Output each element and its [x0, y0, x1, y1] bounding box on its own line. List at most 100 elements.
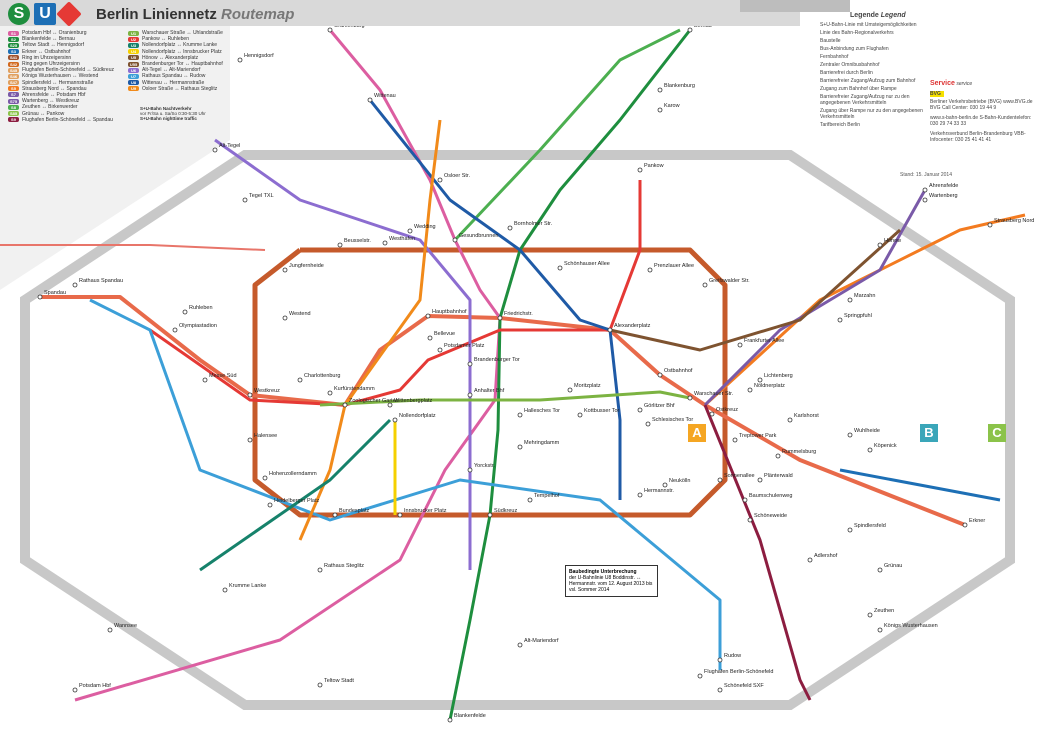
station[interactable]: Warschauer Str.	[687, 391, 734, 401]
station[interactable]: Zeuthen	[867, 608, 894, 618]
station[interactable]: Wittenbergplatz	[387, 398, 432, 408]
station-marker[interactable]	[847, 297, 853, 303]
station-marker[interactable]	[687, 27, 693, 33]
station[interactable]: Adlershof	[807, 553, 838, 563]
station[interactable]: Ostkreuz	[709, 407, 738, 417]
station-marker[interactable]	[72, 687, 78, 693]
station-label[interactable]: Erkner	[969, 518, 985, 524]
station[interactable]: Wittenau	[367, 93, 396, 103]
station-marker[interactable]	[657, 107, 663, 113]
station-marker[interactable]	[657, 87, 663, 93]
station-marker[interactable]	[182, 309, 188, 315]
station[interactable]: Hennigsdorf	[237, 53, 274, 63]
station-label[interactable]: Schöneweide	[754, 513, 787, 519]
station-marker[interactable]	[222, 587, 228, 593]
station-label[interactable]: Alt-Mariendorf	[524, 638, 559, 644]
station-label[interactable]: Wittenau	[374, 93, 396, 99]
station[interactable]: Rathaus Steglitz	[317, 563, 364, 573]
station-marker[interactable]	[877, 242, 883, 248]
station-marker[interactable]	[527, 497, 533, 503]
station-label[interactable]: Yorckstr.	[474, 463, 495, 469]
station[interactable]: Charlottenburg	[297, 373, 340, 383]
station-label[interactable]: Tempelhof	[534, 493, 560, 499]
station-marker[interactable]	[747, 387, 753, 393]
station-label[interactable]: Greifswalder Str.	[709, 278, 750, 284]
station-marker[interactable]	[607, 327, 613, 333]
station-marker[interactable]	[392, 417, 398, 423]
station-label[interactable]: Karlshorst	[794, 413, 819, 419]
station[interactable]: Bornholmer Str.	[507, 221, 553, 231]
station[interactable]: Olympiastadion	[172, 323, 217, 333]
station[interactable]: Frankfurter Allee	[737, 338, 784, 348]
station-label[interactable]: Plänterwald	[764, 473, 793, 479]
station-label[interactable]: Blankenfelde	[454, 713, 486, 719]
station[interactable]: Lichtenberg	[757, 373, 793, 383]
station-marker[interactable]	[645, 421, 651, 427]
station-marker[interactable]	[922, 187, 928, 193]
station[interactable]: Spandau	[37, 290, 66, 300]
station[interactable]: Tempelhof	[527, 493, 560, 503]
station[interactable]: Wuhlheide	[847, 428, 880, 438]
station-marker[interactable]	[487, 512, 493, 518]
station-marker[interactable]	[637, 407, 643, 413]
station-marker[interactable]	[342, 402, 348, 408]
station-marker[interactable]	[647, 267, 653, 273]
station-label[interactable]: Friedrichstr.	[504, 311, 533, 317]
station-label[interactable]: Halensee	[254, 433, 277, 439]
station[interactable]: Hohenzollerndamm	[262, 471, 317, 481]
station-label[interactable]: Alt-Tegel	[219, 143, 240, 149]
station-label[interactable]: Westhafen	[389, 236, 415, 242]
station-marker[interactable]	[807, 557, 813, 563]
station-marker[interactable]	[737, 342, 743, 348]
station-label[interactable]: Bornholmer Str.	[514, 221, 553, 227]
station-marker[interactable]	[247, 392, 253, 398]
station-label[interactable]: Treptower Park	[739, 433, 777, 439]
station-marker[interactable]	[922, 197, 928, 203]
station[interactable]: Spindlersfeld	[847, 523, 886, 533]
station[interactable]: Westend	[282, 311, 311, 321]
station-label[interactable]: Rummelsburg	[782, 449, 816, 455]
station[interactable]: Tegel TXL	[242, 193, 274, 203]
station-marker[interactable]	[867, 612, 873, 618]
station-label[interactable]: Bernau	[694, 23, 712, 29]
station-label[interactable]: Adlershof	[814, 553, 838, 559]
station[interactable]: Karow	[657, 103, 680, 113]
station[interactable]: Pankow	[637, 163, 664, 173]
station-marker[interactable]	[382, 240, 388, 246]
station-label[interactable]: Krumme Lanke	[229, 583, 266, 589]
station-label[interactable]: Lichtenberg	[764, 373, 793, 379]
station[interactable]: Potsdamer Platz	[437, 343, 485, 353]
station-label[interactable]: Schönhauser Allee	[564, 261, 610, 267]
station[interactable]: Halensee	[247, 433, 277, 443]
station-marker[interactable]	[437, 177, 443, 183]
station[interactable]: Yorckstr.	[467, 463, 495, 473]
station-marker[interactable]	[332, 512, 338, 518]
station-label[interactable]: Bundesplatz	[339, 508, 370, 514]
station[interactable]: Ahrensfelde	[922, 183, 958, 193]
station-marker[interactable]	[742, 497, 748, 503]
station-label[interactable]: Messe Süd	[209, 373, 237, 379]
station-label[interactable]: Ostbahnhof	[664, 368, 693, 374]
station-label[interactable]: Charlottenburg	[304, 373, 340, 379]
station[interactable]: Schlesisches Tor	[645, 417, 693, 427]
station[interactable]: Prenzlauer Allee	[647, 263, 694, 273]
station[interactable]: Innsbrucker Platz	[397, 508, 447, 518]
station[interactable]: Hauptbahnhof	[425, 309, 467, 319]
station[interactable]: Rathaus Spandau	[72, 278, 123, 288]
station[interactable]: Blankenfelde	[447, 713, 486, 723]
station-marker[interactable]	[577, 412, 583, 418]
station[interactable]: Südkreuz	[487, 508, 517, 518]
station-label[interactable]: Pankow	[644, 163, 664, 169]
station-label[interactable]: Kottbusser Tor	[584, 408, 620, 414]
station[interactable]: Springpfuhl	[837, 313, 872, 323]
station-label[interactable]: Springpfuhl	[844, 313, 872, 319]
station-label[interactable]: Ruhleben	[189, 305, 213, 311]
station-label[interactable]: Rathaus Steglitz	[324, 563, 364, 569]
station-marker[interactable]	[282, 315, 288, 321]
station-marker[interactable]	[787, 417, 793, 423]
station-marker[interactable]	[697, 673, 703, 679]
station-marker[interactable]	[517, 642, 523, 648]
station[interactable]: Baumschulenweg	[742, 493, 792, 503]
station-label[interactable]: Spandau	[44, 290, 66, 296]
station-label[interactable]: Strausberg Nord	[994, 218, 1034, 224]
